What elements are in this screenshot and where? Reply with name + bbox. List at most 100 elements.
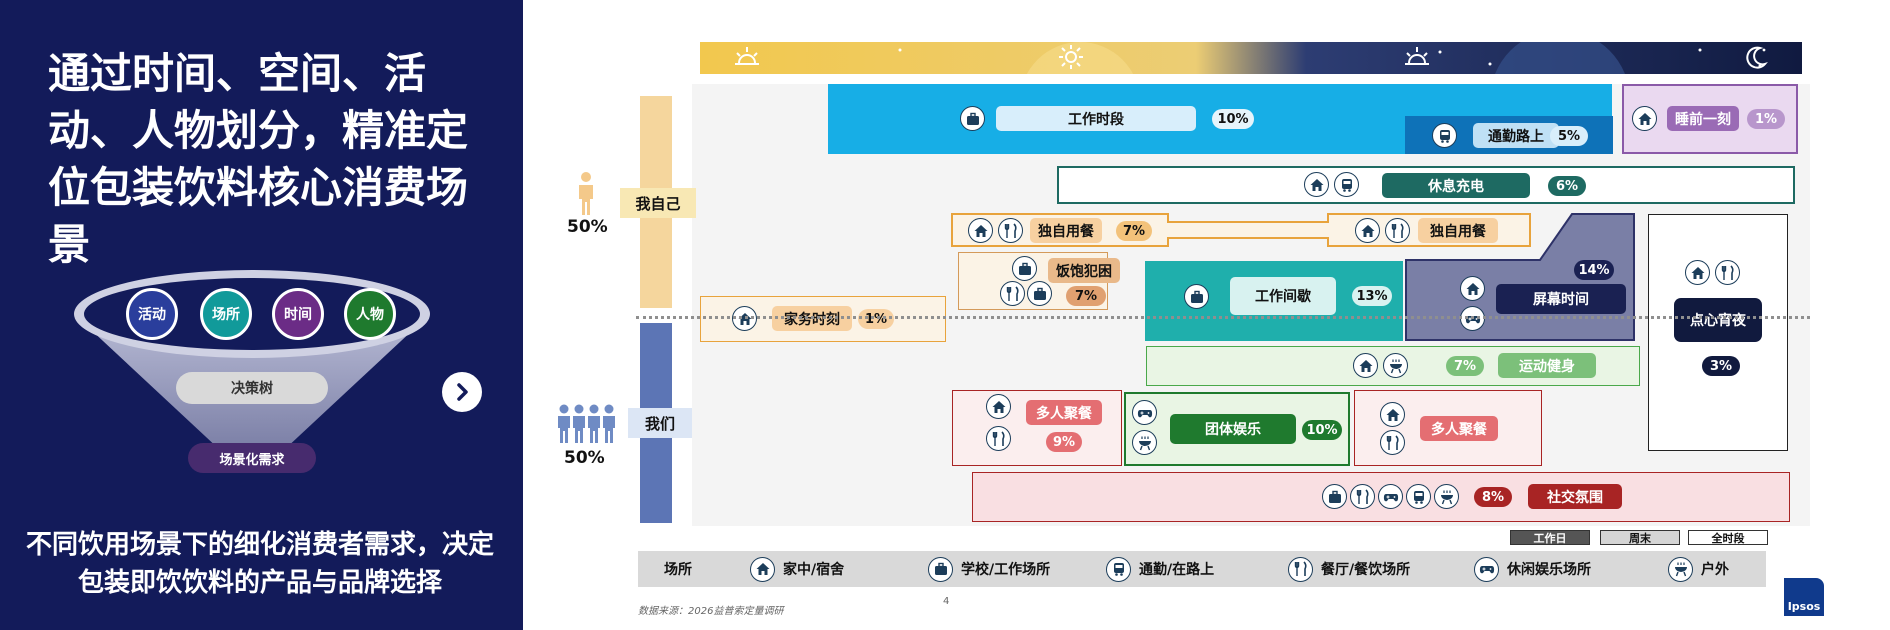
scene-screen-label: 屏幕时间	[1496, 284, 1626, 314]
utensils-icon	[1000, 281, 1025, 306]
scene-screen-pct: 14%	[1574, 260, 1614, 280]
sunrise-icon	[733, 45, 761, 73]
scene-social-label: 社交氛围	[1528, 484, 1622, 509]
page-number: 4	[943, 596, 950, 607]
briefcase-icon	[928, 556, 953, 582]
legend-allday: 全时段	[1688, 530, 1768, 545]
scene-party-label: 多人聚餐	[1026, 400, 1102, 425]
briefcase-icon	[960, 106, 985, 131]
gamepad-icon	[1132, 400, 1157, 425]
house-icon	[1380, 402, 1405, 427]
scene-party-pct: 9%	[1046, 432, 1082, 452]
house-icon	[1355, 218, 1380, 243]
utensils-icon	[1288, 556, 1313, 582]
midline-divider	[636, 316, 1810, 319]
axis-self-label: 我自己	[620, 188, 696, 218]
utensils-icon	[986, 426, 1011, 451]
time-of-day-band	[700, 42, 1802, 74]
utensils-icon	[998, 218, 1023, 243]
circle-person: 人物	[344, 288, 396, 340]
scene-work-break-label: 工作间歇	[1230, 277, 1336, 315]
place-restaurant: 餐厅/餐饮场所	[1288, 551, 1410, 587]
scene-snack-label: 点心宵夜	[1674, 298, 1762, 342]
scene-work-block-ext	[1400, 84, 1612, 114]
scene-solo-meal-pct: 7%	[1116, 221, 1152, 241]
scene-sleepy-label: 饭饱犯困	[1048, 258, 1120, 283]
place-outdoor: 户外	[1668, 551, 1729, 587]
scene-sports-label: 运动健身	[1498, 353, 1596, 378]
scene-solo-meal-label: 独自用餐	[1030, 218, 1102, 243]
scene-work-pct: 10%	[1212, 109, 1254, 129]
place-work: 学校/工作场所	[928, 551, 1050, 587]
grill-icon	[1132, 430, 1157, 455]
legend-weekend: 周末	[1600, 530, 1680, 545]
headline: 通过时间、空间、活动、人物划分，精准定位包装饮料核心消费场景	[48, 49, 469, 269]
data-source-note: 数据来源：2026益普索定量调研	[638, 606, 784, 617]
scene-sports-pct: 7%	[1446, 356, 1484, 376]
house-icon	[986, 394, 1011, 419]
grill-icon	[1434, 484, 1459, 509]
house-icon	[750, 556, 775, 582]
scene-sleepy-pct: 7%	[1066, 286, 1106, 306]
place-home: 家中/宿舍	[750, 551, 844, 587]
group-people-icon	[556, 404, 618, 448]
scene-commute-pct: 5%	[1550, 126, 1588, 146]
circle-activity: 活动	[126, 288, 178, 340]
scene-chores-pct: 1%	[858, 309, 894, 329]
scene-bedtime-label: 睡前一刻	[1667, 106, 1739, 131]
circle-time: 时间	[272, 288, 324, 340]
place-leisure: 休闲娱乐场所	[1474, 551, 1591, 587]
briefcase-icon	[1012, 256, 1037, 281]
utensils-icon	[1715, 260, 1740, 285]
house-icon	[1632, 106, 1657, 131]
group-percent: 50%	[564, 448, 605, 468]
bus-icon	[1334, 172, 1359, 197]
house-icon	[1353, 353, 1378, 378]
utensils-icon	[1385, 218, 1410, 243]
briefcase-icon	[1027, 281, 1052, 306]
legend-workday: 工作日	[1510, 530, 1590, 545]
next-arrow-button[interactable]	[442, 372, 482, 412]
house-icon	[1685, 260, 1710, 285]
sun-icon	[1058, 44, 1084, 74]
gamepad-icon	[1378, 484, 1403, 509]
circle-place: 场所	[200, 288, 252, 340]
scene-snack-pct: 3%	[1702, 356, 1740, 376]
place-legend-title: 场所	[664, 562, 692, 578]
chevron-right-icon	[457, 383, 468, 401]
scene-team-label: 团体娱乐	[1170, 414, 1296, 444]
scene-work-break-pct: 13%	[1352, 286, 1392, 306]
scene-solo-meal-2-label: 独自用餐	[1418, 218, 1498, 243]
utensils-icon	[1380, 430, 1405, 455]
single-person-icon	[575, 172, 597, 220]
scene-rest-label: 休息充电	[1382, 173, 1530, 198]
scene-work-label: 工作时段	[996, 106, 1196, 131]
ipsos-logo: Ipsos	[1784, 578, 1824, 616]
bottom-statement: 不同饮用场景下的细化消费者需求，决定包装即饮饮料的产品与品牌选择	[25, 530, 494, 598]
scene-party-2-label: 多人聚餐	[1420, 416, 1498, 441]
scene-need-pill: 场景化需求	[188, 443, 316, 473]
bus-icon	[1106, 556, 1131, 582]
place-commute: 通勤/在路上	[1106, 551, 1214, 587]
bus-icon	[1406, 484, 1431, 509]
bus-icon	[1432, 123, 1457, 148]
house-icon	[968, 218, 993, 243]
gamepad-icon	[1474, 556, 1499, 582]
house-icon	[1304, 172, 1329, 197]
scene-team-pct: 10%	[1302, 420, 1342, 440]
sunset-icon	[1403, 45, 1431, 73]
scene-bedtime-pct: 1%	[1747, 109, 1785, 129]
place-legend-bar: 场所 家中/宿舍 学校/工作场所 通勤/在路上 餐厅/餐饮场所 休闲娱乐场所 户…	[638, 551, 1766, 587]
self-percent: 50%	[567, 217, 608, 237]
grill-icon	[1383, 353, 1408, 378]
decision-tree-pill: 决策树	[176, 372, 328, 404]
grill-icon	[1668, 556, 1693, 582]
briefcase-icon	[1184, 284, 1209, 309]
moon-icon	[1743, 44, 1769, 74]
scene-rest-pct: 6%	[1548, 176, 1586, 196]
scene-commute-label: 通勤路上	[1473, 123, 1559, 148]
house-icon	[1460, 276, 1485, 301]
scene-social-pct: 8%	[1474, 487, 1512, 507]
briefcase-icon	[1322, 484, 1347, 509]
axis-group-label: 我们	[628, 408, 692, 438]
